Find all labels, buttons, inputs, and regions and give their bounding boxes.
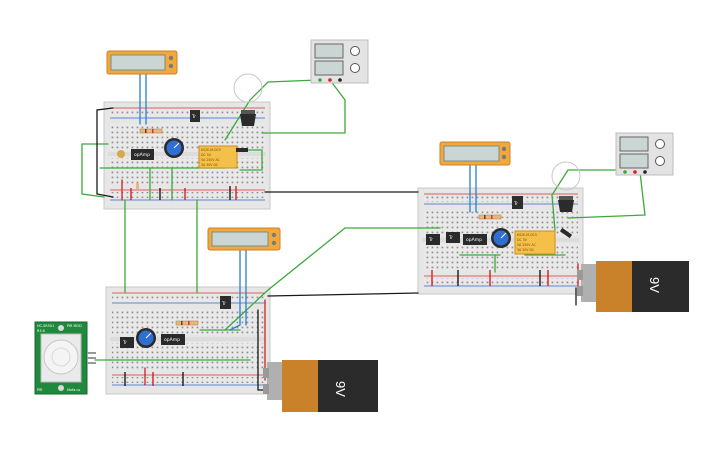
transistor-5-label: Tr: [428, 237, 433, 243]
transistor-1-label: Tr: [191, 114, 196, 120]
pir-label-bottom-right: Mofa.co: [67, 388, 80, 392]
transistor-4-label: Tr: [513, 201, 518, 207]
pir-sensor[interactable]: HC-SR501 PIR MOD R3.6 PIR Mofa.co: [34, 321, 96, 395]
relay-2-line-4: 3A 30V DC: [517, 248, 535, 252]
relay-2-line-2: DC 5V: [517, 238, 528, 242]
battery-1-label: 9V: [333, 381, 348, 397]
pir-label-top-left: HC-SR501: [37, 324, 54, 328]
transistor-2-label: Tr: [221, 301, 226, 307]
relay-2-line-1: KS2E-M-DC5: [517, 233, 537, 237]
relay-1-line-3: 5A 250V AC: [201, 158, 221, 162]
transistor-3-label: Tr: [122, 340, 127, 346]
board-3-components[interactable]: Tr Tr Tr opAmp KS2E-M-DC5 DC 5V 5A 250V …: [426, 161, 581, 255]
wires[interactable]: [81, 73, 646, 391]
pir-label-sub-left: R3.6: [37, 329, 45, 333]
relay-1-line-1: KS2E-M-DC5: [201, 148, 221, 152]
lcd-display-1[interactable]: [106, 50, 178, 75]
opamp-2-label: opAmp: [164, 337, 180, 343]
battery-9v-1[interactable]: 9V: [263, 360, 378, 412]
power-supply-2[interactable]: [615, 132, 674, 176]
relay-2-line-3: 5A 250V AC: [517, 243, 537, 247]
transistor-6-label: Tr: [448, 235, 453, 241]
opamp-3-label: opAmp: [466, 237, 482, 243]
battery-2-label: 9V: [647, 277, 662, 293]
pir-label-top-right: PIR MOD: [67, 324, 82, 328]
pir-label-bottom-left: PIR: [37, 388, 43, 392]
board-2-components[interactable]: Tr Tr opAmp: [120, 296, 231, 348]
relay-1-line-4: 3A 30V DC: [201, 163, 219, 167]
lcd-display-2[interactable]: [207, 227, 281, 251]
opamp-1-label: opAmp: [134, 152, 150, 158]
lcd-display-3[interactable]: [439, 141, 511, 166]
board-1-components[interactable]: Tr opAmp KS2E-M-DC5 DC 5V 5A 250V AC 3A …: [117, 73, 263, 189]
relay-1-line-2: DC 5V: [201, 153, 212, 157]
battery-9v-2[interactable]: 9V: [577, 261, 689, 312]
power-supply-1[interactable]: [310, 39, 369, 84]
jumper-stubs: [124, 186, 549, 386]
